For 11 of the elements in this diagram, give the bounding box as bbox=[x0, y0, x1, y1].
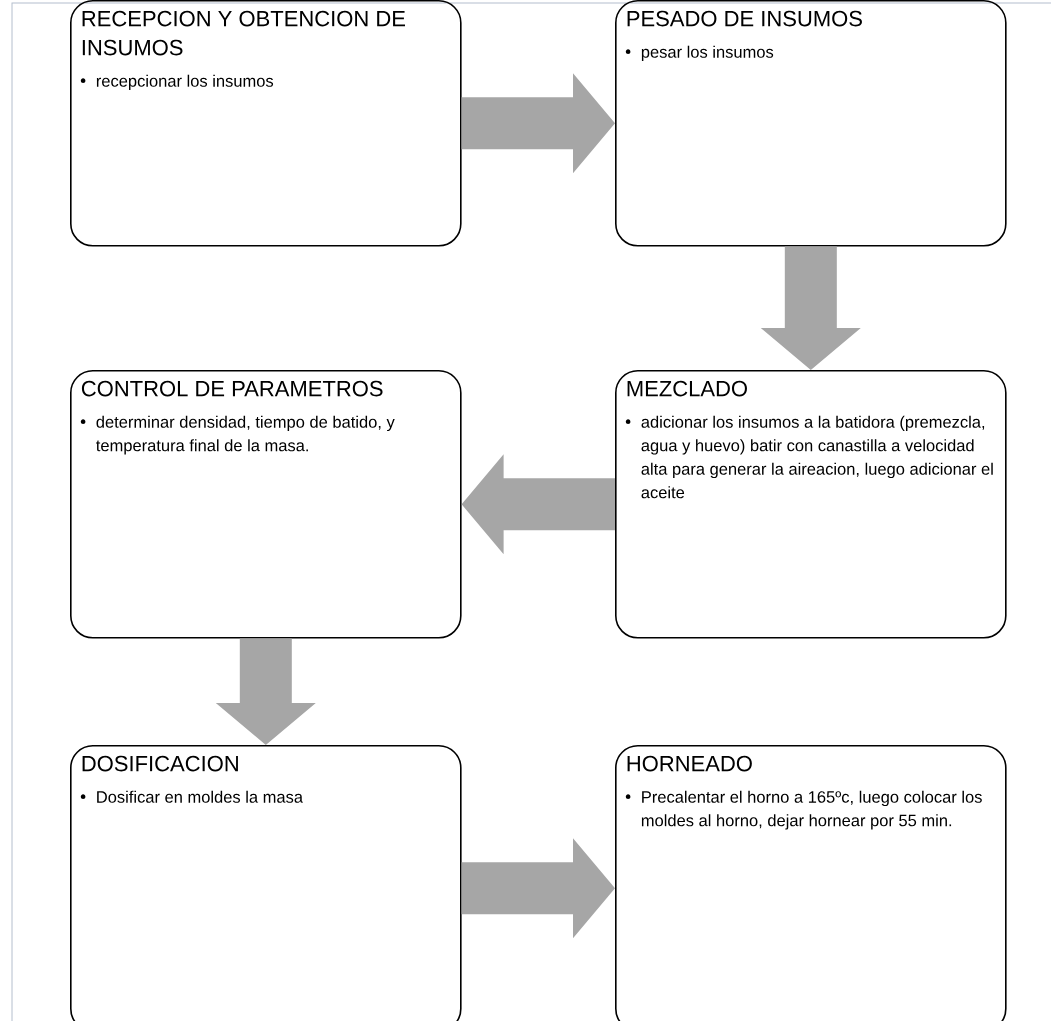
block-arrow bbox=[215, 638, 316, 745]
process-box: RECEPCION Y OBTENCION DE INSUMOS recepcionar los insumos bbox=[70, 0, 462, 247]
block-arrow bbox=[760, 246, 861, 370]
process-box: PESADO DE INSUMOS pesar los insumos bbox=[615, 0, 1007, 247]
process-box: HORNEADO Precalentar el horno a 165ºc, luego colocar los moldes al horno, dejar hornear por 55 min. bbox=[615, 745, 1007, 1021]
process-box: CONTROL DE PARAMETROS determinar densidad, tiempo de batido, y temperatura final de la masa. bbox=[70, 370, 462, 639]
process-box: DOSIFICACION Dosificar en moldes la masa bbox=[70, 745, 462, 1021]
process-box: MEZCLADO adicionar los insumos a la batidora (premezcla, agua y huevo) batir con canastilla a velocidad alta para generar la aireacion, luego adicionar el aceite bbox=[615, 370, 1007, 639]
block-arrow bbox=[461, 838, 615, 939]
block-arrow bbox=[461, 73, 615, 174]
block-arrow bbox=[461, 454, 615, 555]
